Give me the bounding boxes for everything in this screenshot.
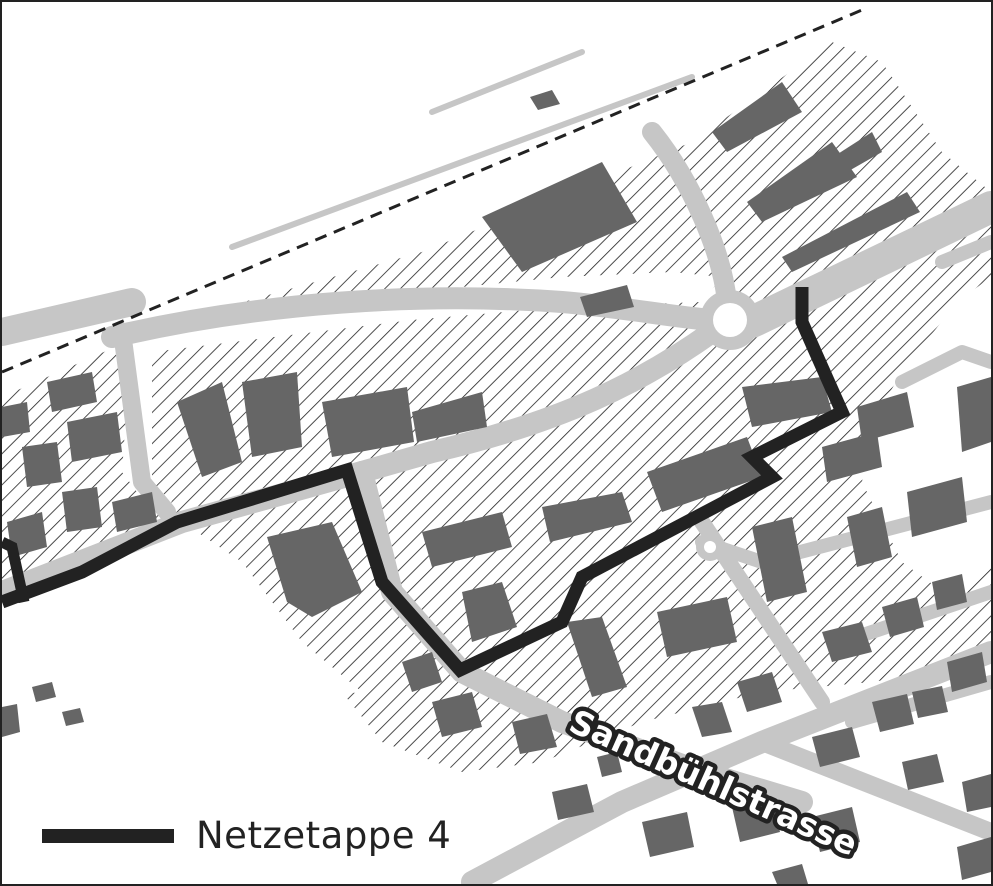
legend-label: Netzetappe 4 <box>196 814 452 857</box>
route-legend-line <box>42 828 174 843</box>
route-west-stub <box>2 537 30 604</box>
buildings <box>2 82 991 884</box>
legend: Netzetappe 4 <box>42 810 460 861</box>
small-roundabout <box>696 533 724 561</box>
route-netzetappe-4 <box>2 287 851 678</box>
railway-line <box>2 8 863 374</box>
roundabout <box>700 290 760 350</box>
